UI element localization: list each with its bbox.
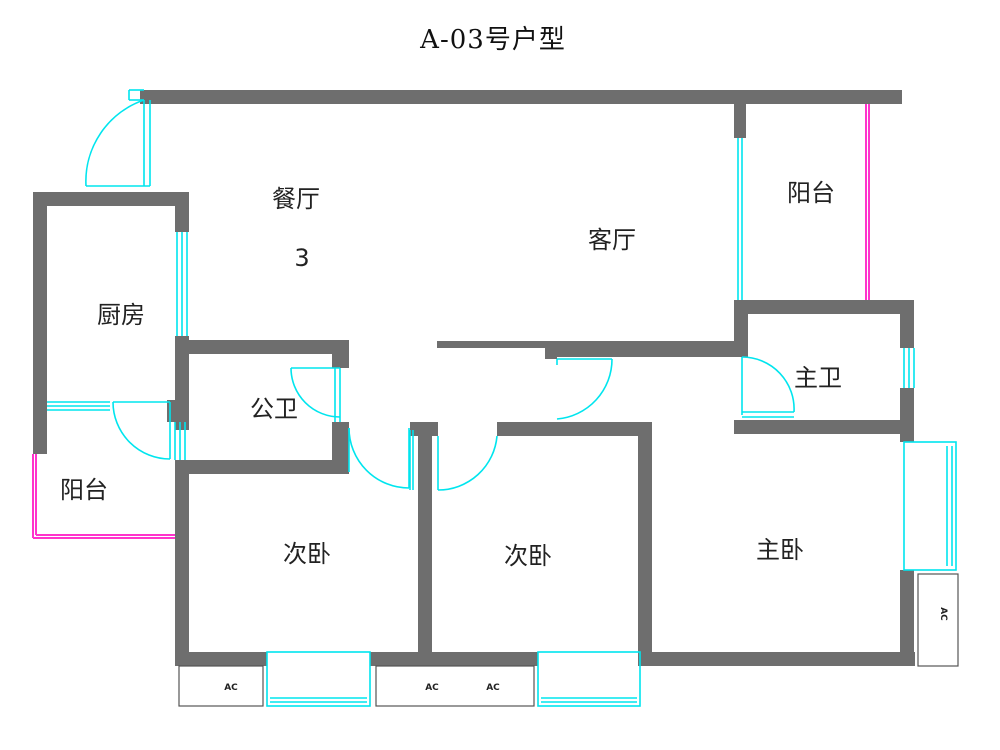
- plan-title: A-03号户型: [419, 25, 566, 55]
- room-label-balcony-left: 阳台: [60, 476, 108, 504]
- wall-masterbath-right-top: [900, 300, 914, 348]
- wall-bed1-bed2: [418, 422, 432, 666]
- room-label-second-bed-1: 次卧: [283, 540, 331, 568]
- wall-corridor: [557, 343, 737, 357]
- wall-bed2-right: [638, 422, 652, 666]
- wall-masterbath-bottom: [734, 420, 914, 434]
- wall-pubbath-bottom: [175, 460, 349, 474]
- room-label-dining: 餐厅: [272, 185, 320, 213]
- wall-pubbath-top: [175, 340, 349, 354]
- ac-box-2: [375, 665, 535, 707]
- wall-kitchen-right-upper: [175, 192, 189, 232]
- walls: [33, 90, 915, 666]
- wall-bottom-2: [370, 652, 538, 666]
- wall-bottom-1: [175, 652, 267, 666]
- wall-masterbath-left: [734, 300, 748, 357]
- wall-bottom-3: [640, 652, 915, 666]
- wall-kitchen-top: [33, 192, 189, 206]
- wall-masterbed-right: [900, 570, 914, 666]
- room-label-dining-mark: 3: [294, 244, 309, 272]
- wall-divider-cap: [410, 422, 438, 436]
- ac-label-4: AC: [938, 607, 948, 621]
- wall-bed1-left: [175, 460, 189, 655]
- wall-bed2-top: [497, 422, 652, 436]
- room-label-kitchen: 厨房: [97, 301, 145, 329]
- room-labels: 餐厅 3 客厅 阳台 厨房 主卫 公卫 阳台 次卧 次卧 主卧: [60, 179, 842, 570]
- wall-pubbath-left: [175, 340, 189, 430]
- room-label-public-bath: 公卫: [250, 395, 298, 423]
- wall-pubbath-right-top: [332, 340, 349, 368]
- ac-units: AC AC AC AC: [178, 573, 959, 707]
- wall-living-balcony: [734, 90, 746, 138]
- railings: [32, 104, 870, 539]
- wall-pubbath-right-bottom: [332, 422, 349, 472]
- room-label-second-bed-2: 次卧: [504, 542, 552, 570]
- wall-top: [140, 90, 902, 104]
- wall-corridor-stub: [545, 341, 557, 359]
- room-label-master-bath: 主卫: [794, 364, 842, 392]
- ac-box-1: [178, 665, 264, 707]
- doors: [85, 89, 795, 491]
- ac-label-3: AC: [486, 683, 500, 693]
- room-label-master-bed: 主卧: [756, 536, 804, 564]
- ac-label-2: AC: [425, 683, 439, 693]
- windows: [47, 138, 957, 707]
- ac-label-1: AC: [224, 683, 238, 693]
- wall-kitchen-left: [33, 192, 47, 454]
- room-label-living: 客厅: [588, 226, 636, 254]
- room-label-balcony-top: 阳台: [787, 179, 835, 207]
- wall-masterbath-top: [734, 300, 914, 314]
- ac-box-3: [917, 573, 959, 667]
